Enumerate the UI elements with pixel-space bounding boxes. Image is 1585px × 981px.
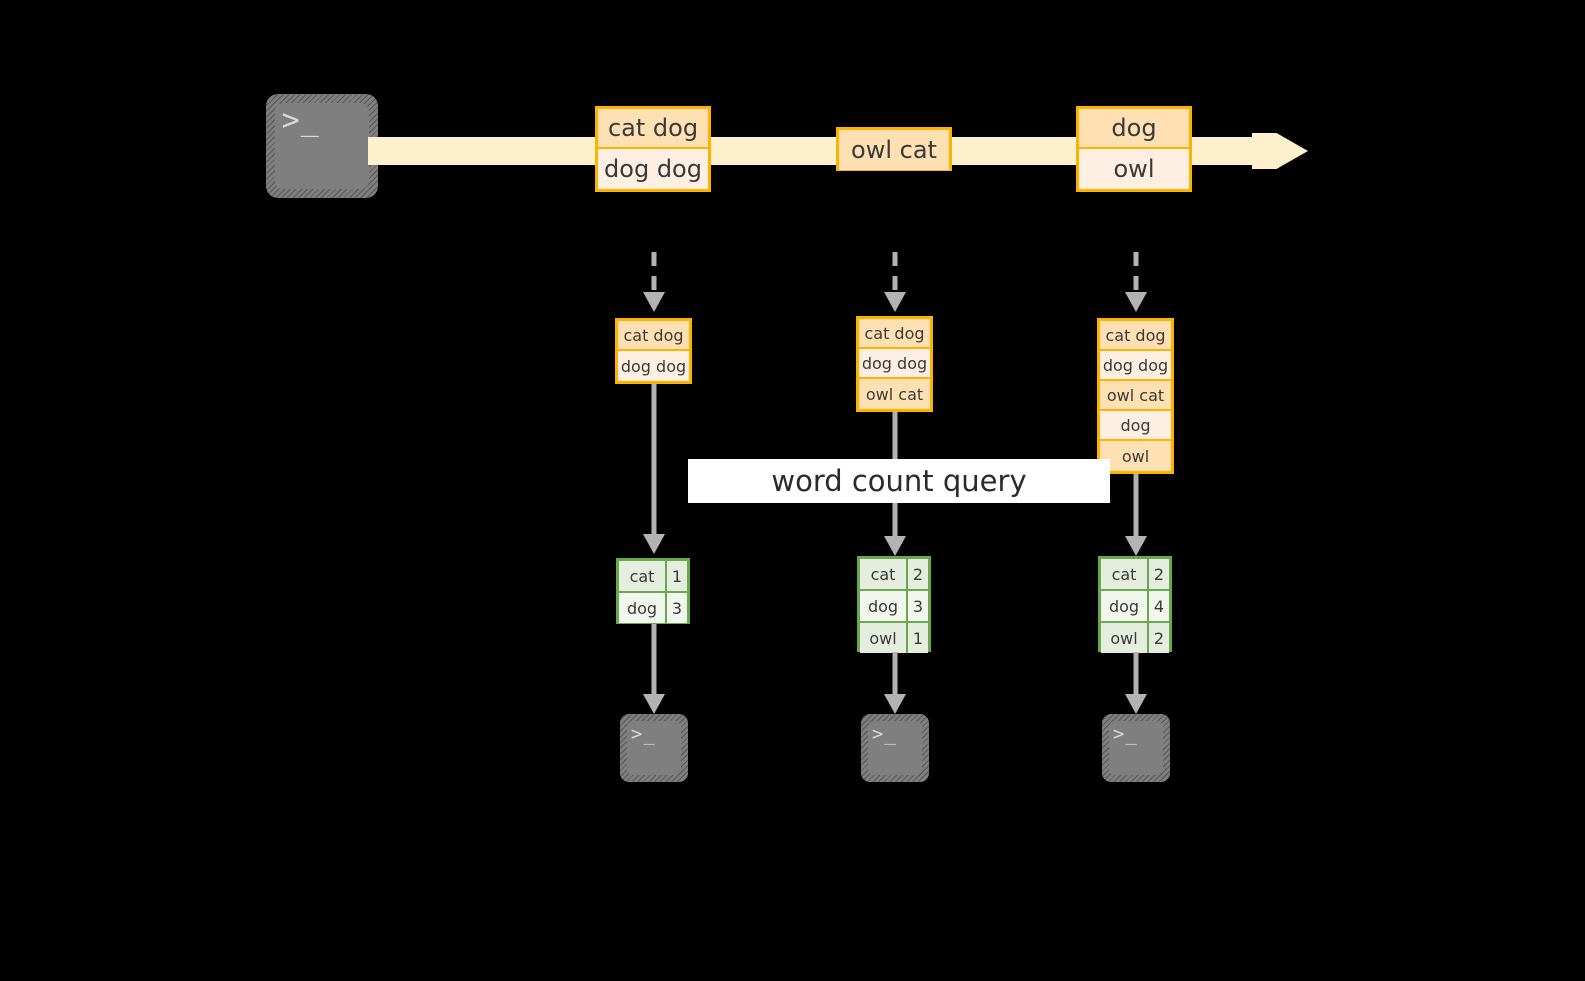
terminal-screen [868, 721, 922, 775]
count-cell: 2 [908, 559, 928, 589]
buffer-record: dog dog [618, 351, 689, 381]
buffer-record: owl cat [1100, 381, 1171, 411]
word-cell: dog [1101, 591, 1149, 621]
stream-record: owl [1079, 149, 1189, 189]
table-row: owl 2 [1101, 623, 1169, 653]
buffer-record: cat dog [859, 319, 930, 349]
buffer-record: dog [1100, 411, 1171, 441]
count-cell: 2 [1149, 623, 1169, 653]
table-row: cat 2 [860, 559, 928, 591]
word-cell: owl [1101, 623, 1149, 653]
table-row: owl 1 [860, 623, 928, 653]
word-cell: cat [860, 559, 908, 589]
count-cell: 2 [1149, 559, 1169, 589]
dashed-arrow-to-buffer-3 [1121, 252, 1151, 314]
count-cell: 3 [908, 591, 928, 621]
sink-terminal-icon-col3: >_ [1102, 714, 1170, 782]
stream-record-group-3: dog owl [1076, 106, 1192, 192]
arrow-result-to-sink-1 [639, 624, 669, 716]
word-cell: cat [619, 561, 667, 591]
terminal-prompt-glyph: >_ [281, 103, 320, 139]
count-cell: 1 [908, 623, 928, 653]
result-table-col3: cat 2 dog 4 owl 2 [1098, 556, 1172, 653]
stream-record-group-1: cat dog dog dog [595, 106, 711, 192]
arrow-result-to-sink-3 [1121, 652, 1151, 716]
buffer-record: dog dog [1100, 351, 1171, 381]
result-table-col2: cat 2 dog 3 owl 1 [857, 556, 931, 653]
terminal-prompt-glyph: >_ [1112, 722, 1138, 745]
arrow-result-to-sink-2 [880, 652, 910, 716]
buffer-record: owl [1100, 441, 1171, 471]
stream-record: cat dog [598, 109, 708, 149]
dashed-arrow-to-buffer-2 [880, 252, 910, 314]
buffer-record: cat dog [618, 321, 689, 351]
buffer-record: dog dog [859, 349, 930, 379]
buffer-table-col2: cat dog dog dog owl cat [856, 316, 933, 412]
table-row: dog 3 [619, 593, 687, 623]
terminal-screen [275, 103, 369, 189]
count-cell: 3 [667, 593, 687, 623]
terminal-prompt-glyph: >_ [871, 722, 897, 745]
stream-record: dog [1079, 109, 1189, 149]
table-row: dog 3 [860, 591, 928, 623]
buffer-record: owl cat [859, 379, 930, 409]
buffer-record: cat dog [1100, 321, 1171, 351]
sink-terminal-icon-col2: >_ [861, 714, 929, 782]
count-cell: 4 [1149, 591, 1169, 621]
query-label: word count query [688, 459, 1110, 503]
word-cell: dog [860, 591, 908, 621]
source-terminal-icon: >_ [266, 94, 378, 198]
result-table-col1: cat 1 dog 3 [616, 558, 690, 624]
table-row: cat 1 [619, 561, 687, 593]
arrow-buffer-to-result-1 [639, 384, 669, 556]
table-row: dog 4 [1101, 591, 1169, 623]
arrow-buffer-to-result-3 [1121, 474, 1151, 558]
table-row: cat 2 [1101, 559, 1169, 591]
terminal-screen [627, 721, 681, 775]
count-cell: 1 [667, 561, 687, 591]
terminal-prompt-glyph: >_ [630, 722, 656, 745]
query-label-text: word count query [771, 464, 1027, 498]
dashed-arrow-to-buffer-1 [639, 252, 669, 314]
word-cell: owl [860, 623, 908, 653]
stream-record: owl cat [839, 130, 949, 170]
buffer-table-col3: cat dog dog dog owl cat dog owl [1097, 318, 1174, 474]
word-cell: cat [1101, 559, 1149, 589]
sink-terminal-icon-col1: >_ [620, 714, 688, 782]
buffer-table-col1: cat dog dog dog [615, 318, 692, 384]
word-cell: dog [619, 593, 667, 623]
stream-record-group-2: owl cat [836, 127, 952, 171]
stream-record: dog dog [598, 149, 708, 189]
terminal-screen [1109, 721, 1163, 775]
